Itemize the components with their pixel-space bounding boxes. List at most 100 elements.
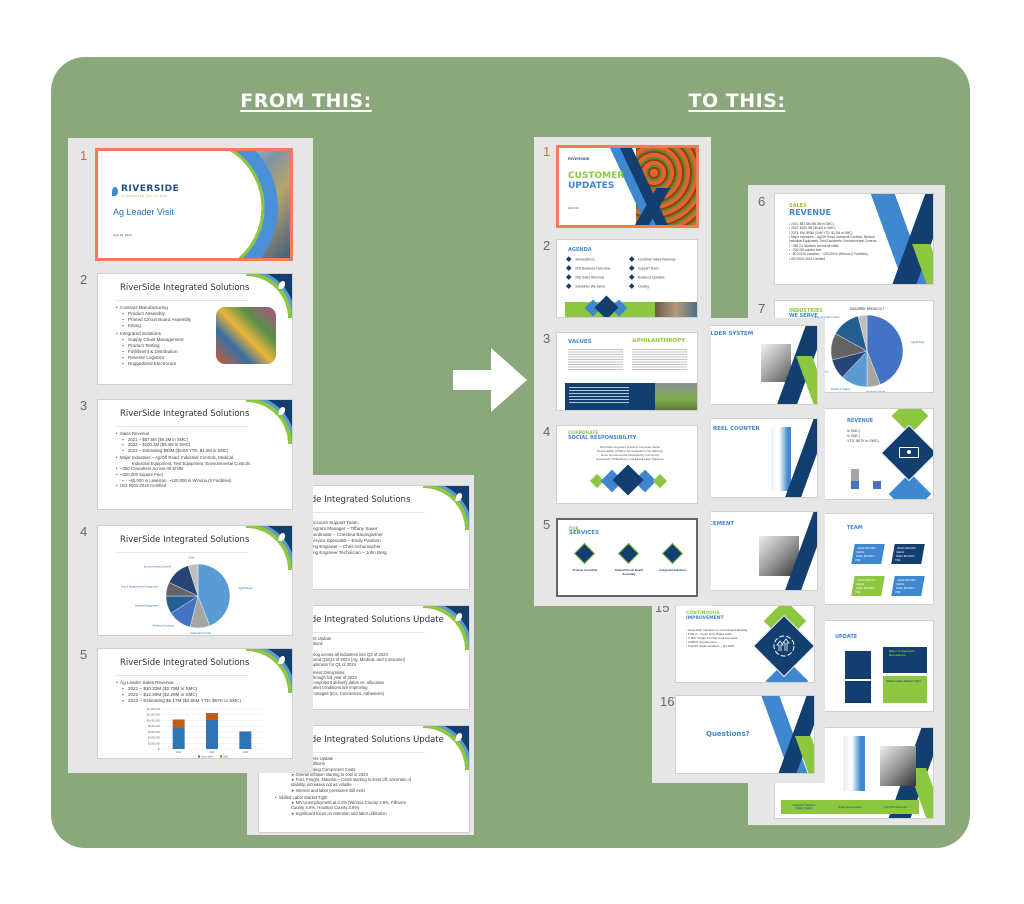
bar-segment — [239, 731, 252, 749]
bullet-line: Industrial Equipment, Test Equipment, En… — [789, 239, 877, 244]
old-slide-4[interactable]: RiverSide Integrated Solutions Ag/Off Ro… — [97, 525, 293, 636]
arrow-right-icon — [453, 348, 527, 412]
bar-segment — [172, 719, 185, 728]
slide-number: 2 — [543, 238, 551, 253]
old-slide-2[interactable]: RiverSide Integrated Solutions Contract … — [97, 273, 293, 385]
pie-label: Environmental Controls — [144, 564, 172, 568]
bullet-line: • X-RAY Target & Driver Improvements — [686, 636, 738, 641]
y-tick-label: $8,000,000 — [148, 725, 161, 728]
agenda-item: RIS Sales Revenue — [566, 274, 630, 284]
new-slide-3-values[interactable]: VALUES &PHILANTHROPY — [556, 332, 698, 411]
bullet-line: Inflation / Rising Component Costs — [291, 766, 356, 772]
diamond-bullet-icon — [566, 274, 572, 280]
slide-number: 3 — [80, 398, 88, 413]
pie-slice — [197, 563, 231, 627]
new-slide-6-sales-revenue[interactable]: SALES REVENUE • 2021: $87.5M ($6.3M in S… — [774, 193, 934, 285]
bullet-line: Supply Chain Management — [116, 337, 286, 343]
slide-number: 2 — [80, 272, 88, 287]
slide-number: 4 — [80, 524, 88, 539]
new-deck-slide-panel[interactable]: 1 RIVERSIDE CUSTOMER UPDATES 2023.04 2 A… — [534, 137, 711, 606]
bullet-line: Major Component Disruptions — [289, 669, 345, 675]
bullet-line: • Major Industries – Ag/Off Road, Indust… — [789, 234, 875, 239]
agenda-item: Closing — [628, 283, 693, 293]
questions-title: Questions? — [706, 730, 750, 738]
diamond-bullet-icon — [566, 283, 572, 289]
bullet-line: • ISO 9001:2015 Certified — [789, 256, 826, 261]
bullet-line: County 4.0%, Houston County 3.9%) — [291, 805, 360, 811]
bullet-line: ➤ Order backlog across all industries in… — [289, 651, 388, 657]
diamond-bullet-icon — [628, 256, 634, 262]
slide-title: RiverSide Integrated Solutions — [120, 409, 250, 419]
bullet-line: ➤ Continue through full year of 2023 — [289, 674, 357, 680]
slide-number: 5 — [80, 647, 88, 662]
agenda-item: RIS Business Overview — [566, 265, 630, 275]
bullet-line: Reverse Logistics — [116, 355, 286, 361]
bullet-line: • 2022: $100.3M ($9.4M in SMC) — [789, 226, 836, 231]
new-slide-16-questions[interactable]: Questions? — [675, 695, 815, 774]
chart-title: INDUSTRY BREAKOUT — [850, 307, 885, 311]
assembly-icon — [573, 542, 596, 565]
bullet-line: Integrated Solutions — [116, 331, 286, 337]
agenda-item: Introductions — [566, 256, 630, 266]
new-slide-15-continuous-improvement[interactable]: CONTINUOUS IMPROVEMENT • Laser Etch mach… — [675, 605, 815, 683]
bullet-line: • ~350 Co-Workers across all shifts — [789, 243, 839, 248]
bullet-line: Fulfillment & Distribution — [116, 349, 286, 355]
y-tick-label: $10,000,000 — [147, 719, 161, 722]
slide-title: RiverSide Integrated Solutions — [120, 283, 250, 293]
bullet-line: Sales Revenue — [116, 431, 286, 437]
solder-machine-photo — [761, 344, 791, 382]
agenda-item: Business Updates — [628, 274, 693, 284]
bullet-line: 2022 – $12.59M ($2.29M in SMC) — [116, 692, 286, 698]
bullet-line: stability, increases not as volatile — [291, 782, 352, 788]
old-slide-3[interactable]: RiverSide Integrated Solutions Sales Rev… — [97, 399, 293, 510]
to-heading: TO THIS: — [688, 90, 786, 112]
y-tick-label: $2,000,000 — [148, 742, 161, 745]
bullet-line: ➤ Significant focus on retention and lab… — [291, 810, 387, 816]
old-slide-update-costs[interactable]: RiverSide Integrated Solutions Update 20… — [258, 725, 470, 833]
bullet-line: Major Industries – Ag/Off Road, Industri… — [116, 455, 286, 461]
slide-title: RiverSide Integrated Solutions — [281, 495, 411, 505]
slide-number: 3 — [543, 331, 551, 346]
title-photo — [195, 151, 290, 258]
bullet-line: 2021 – $10.33M ($2.79M in SMC) — [116, 686, 286, 692]
slide-title: RiverSide Integrated Solutions — [120, 535, 250, 545]
old-deck-panel-secondary[interactable]: RiverSide Integrated Solutions Ag Leader… — [247, 475, 474, 835]
new-slide-1-title[interactable]: RIVERSIDE CUSTOMER UPDATES 2023.04 — [556, 145, 699, 228]
bullet-line: in SMC) — [847, 433, 860, 438]
agenda-item: Industries We Serve — [566, 283, 630, 293]
diamond-bullet-icon — [628, 274, 634, 280]
new-slide-4-csr[interactable]: CORPORATE SOCIAL RESPONSIBILITY RiverSid… — [556, 425, 698, 504]
diamond-bullet-icon — [628, 283, 634, 289]
reel-counter-photo — [843, 736, 865, 791]
bullet-line: • TOR-2 – Touch Only Rated Units — [686, 632, 732, 637]
bullet-line: ~80,000 in Lewiston, ~120,000 in Winona … — [116, 478, 286, 484]
agenda-photo — [655, 302, 697, 317]
legend-swatch — [220, 755, 222, 758]
pie-label: Test & Measurement Equipment — [121, 585, 158, 589]
bar-segment — [206, 713, 218, 720]
old-slide-1-title[interactable]: RIVERSIDE INTEGRATED SOLUTIONS Ag Leader… — [95, 148, 293, 261]
pie-label: Ag/Off Road — [238, 586, 253, 590]
y-tick-label: $4,000,000 — [148, 737, 161, 740]
improvement-arrows-icon — [773, 635, 795, 657]
bullet-line: ISO 9001:2015 Certified — [116, 483, 286, 489]
slide-number: 4 — [543, 424, 551, 439]
bullet-line: Contract Manufacturing — [116, 305, 286, 311]
volunteers-photo — [655, 383, 697, 410]
old-slide-5[interactable]: RiverSide Integrated Solutions Ag Leader… — [97, 648, 293, 759]
diamond-bullet-icon — [566, 256, 572, 262]
slide-number: 7 — [758, 301, 766, 316]
bullet-line: ➤ Interest and labor pressures still exi… — [291, 787, 365, 793]
old-deck-slide-panel[interactable]: 1 RIVERSIDE INTEGRATED SOLUTIONS Ag Lead… — [68, 138, 313, 773]
bullet-line: Printed Circuit Board Assembly — [116, 317, 286, 323]
bullet-line: • Laser Etch machine for circuit board l… — [686, 628, 748, 632]
bullet-line: Customer Service Specialist – Emily Paul… — [289, 537, 381, 543]
pie-slice — [866, 314, 904, 385]
slide-number: 1 — [80, 148, 88, 163]
new-slide-5-services[interactable]: OUR SERVICES Product Assembly Printed Ci… — [556, 518, 698, 597]
bullet-line: Kitting — [116, 323, 286, 329]
corner-logo-icon — [423, 486, 469, 530]
x-tick-label: 2021 — [176, 751, 182, 754]
